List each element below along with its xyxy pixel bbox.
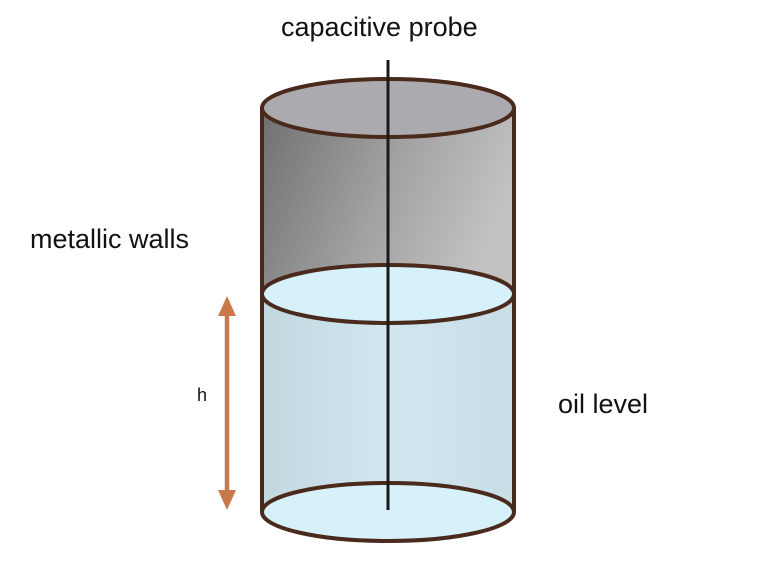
height-arrow [218,296,236,510]
height-label: h [197,385,208,405]
metallic-walls-label: metallic walls [30,224,190,254]
probe-label: capacitive probe [281,12,478,42]
oil-level-label: oil level [558,389,649,419]
